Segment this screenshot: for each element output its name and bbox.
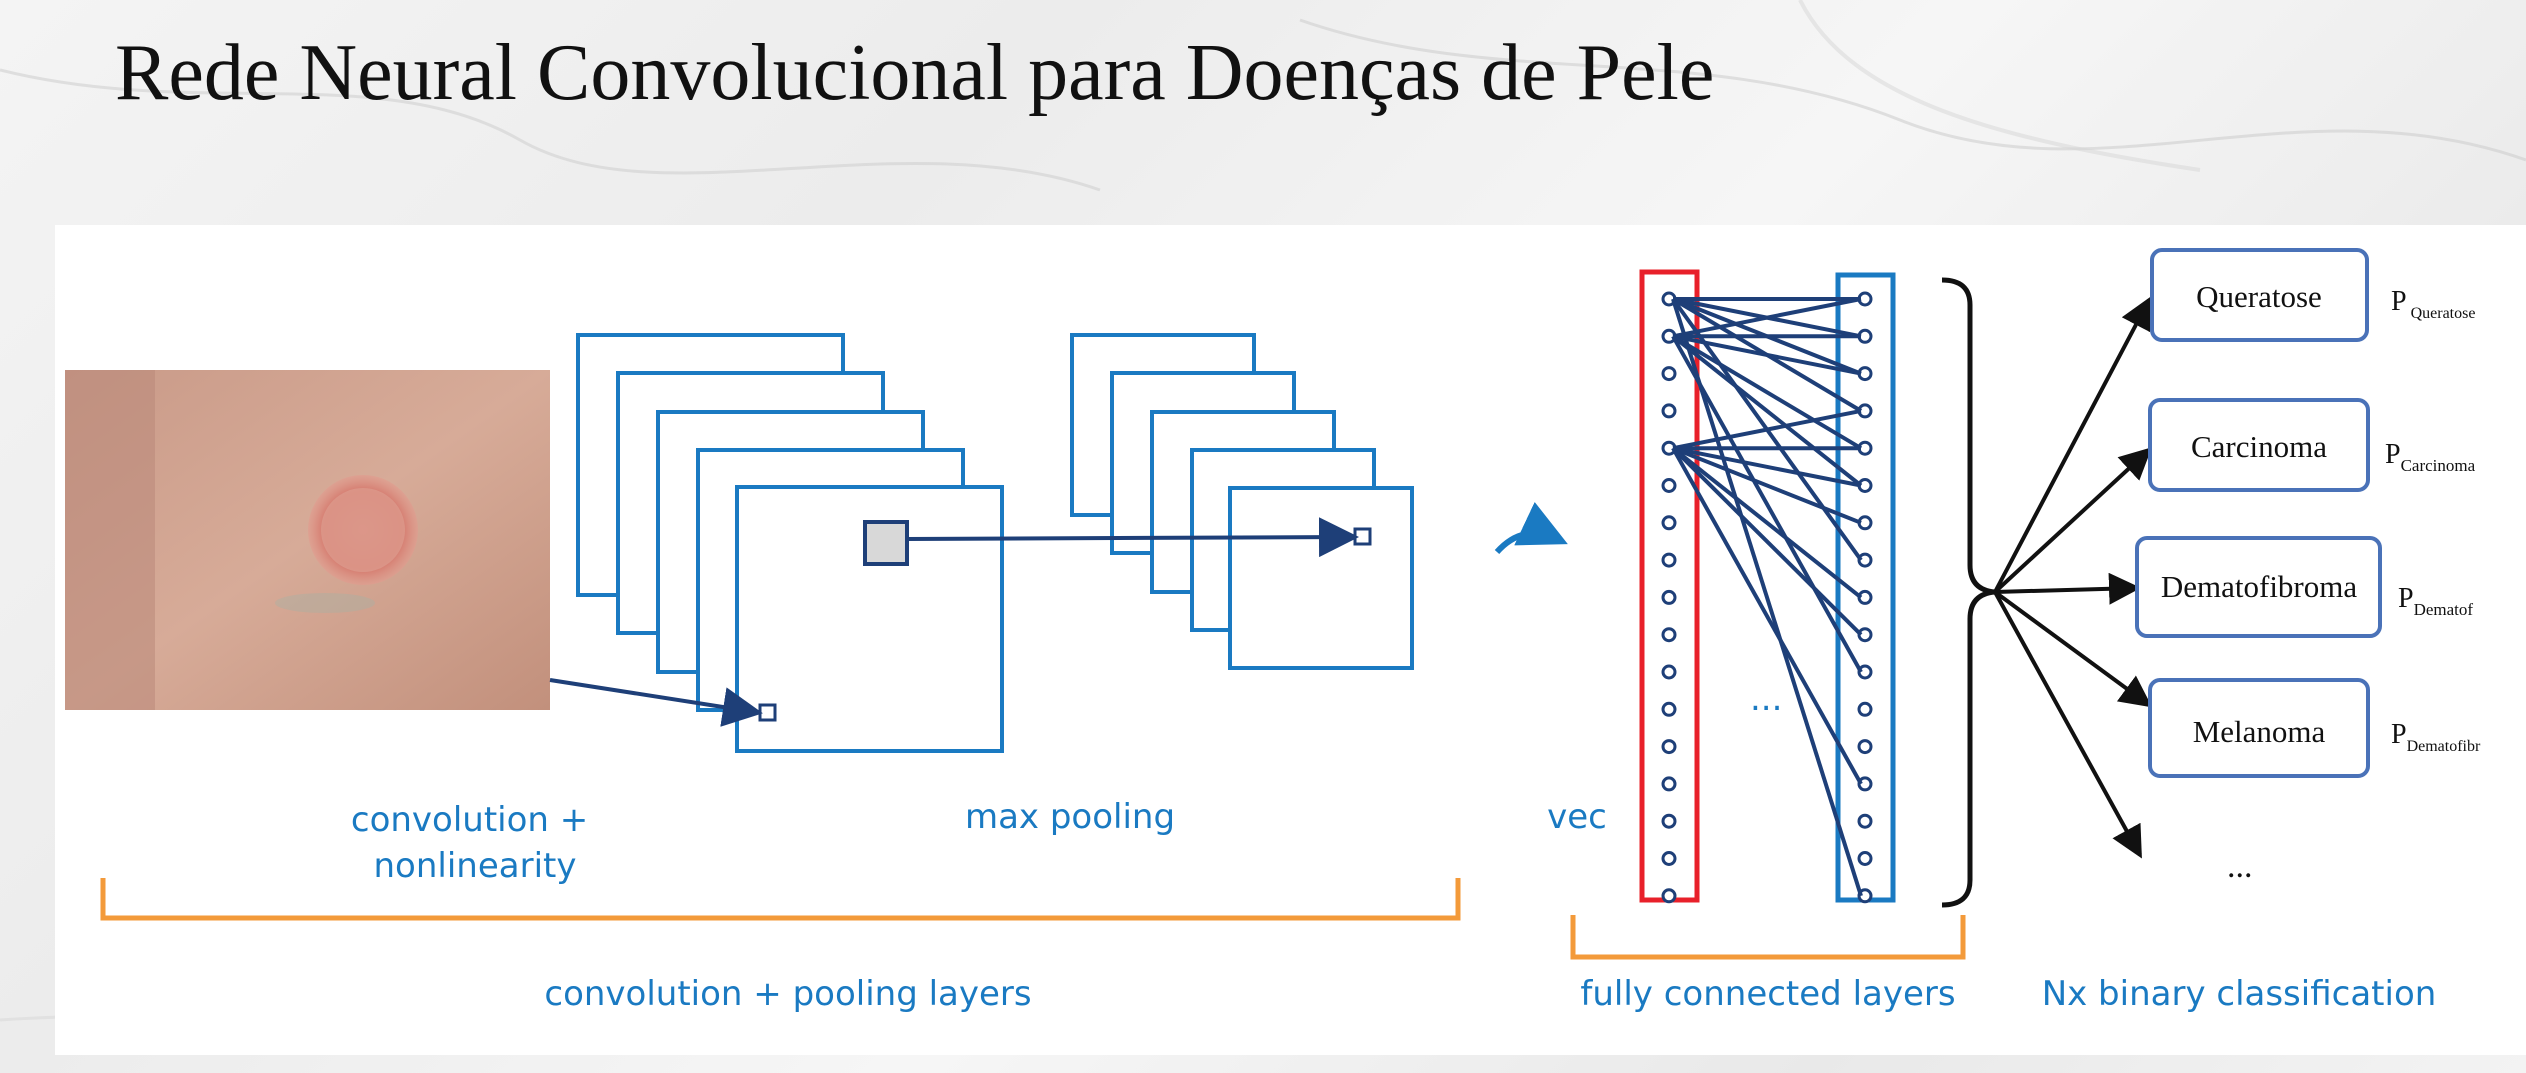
vec-nodes [1661, 291, 1677, 904]
fc-connection [1672, 446, 1862, 525]
vec-neuron [1661, 888, 1677, 904]
vec-neuron [1661, 403, 1677, 419]
hidden-ellipsis: ... [1750, 679, 1782, 719]
label-convolution-nonlinearity: convolution + nonlinearity [351, 800, 599, 886]
class-label-dematofibroma: Dematofibroma [2161, 569, 2358, 604]
skin-lesion-photo [65, 370, 550, 710]
photo-to-conv-arrow [549, 678, 763, 727]
label-vec: vec [1547, 797, 1607, 837]
fc-connection [1671, 335, 1863, 673]
fc-connection [1671, 447, 1863, 785]
fc-connection [1672, 334, 1862, 376]
vec-neuron [1661, 851, 1677, 866]
conv-receptive-field [863, 520, 909, 566]
class-label-carcinoma: Carcinoma [2191, 429, 2327, 464]
vec-neuron [1661, 739, 1677, 755]
hidden-neuron [1857, 701, 1873, 717]
fc-connections [1671, 297, 1863, 897]
hidden-neuron [1857, 739, 1873, 755]
vec-neuron [1661, 478, 1677, 493]
slide-title: Rede Neural Convolucional para Doenças d… [115, 29, 1715, 117]
vec-neuron [1661, 515, 1677, 531]
convolution-feature-maps [576, 333, 1004, 753]
vec-neuron [1661, 664, 1677, 680]
hidden-nodes [1857, 291, 1873, 904]
class-label-queratose: Queratose [2196, 279, 2322, 314]
conv-to-pool-arrow [906, 517, 1359, 558]
label-fully-connected-layers: fully connected layers [1580, 974, 1955, 1014]
bracket-fully-connected [1570, 915, 1966, 960]
prob-carcinoma: PCarcinoma [2385, 439, 2476, 475]
fc-connection [1672, 297, 1862, 339]
fc-connection [1672, 408, 1862, 451]
vec-neuron [1661, 701, 1677, 717]
fc-connection [1672, 446, 1862, 488]
fc-brace [1941, 277, 1996, 908]
fc-connection [1671, 446, 1863, 599]
label-nx-binary-classification: Nx binary classification [2042, 974, 2437, 1014]
conv-output-pixel [758, 703, 777, 722]
vec-neuron [1661, 589, 1677, 605]
curved-arrow-icon [1494, 501, 1568, 555]
fc-connection [1671, 298, 1863, 897]
label-convolution-pooling-layers: convolution + pooling layers [544, 974, 1031, 1014]
hidden-neuron [1857, 813, 1873, 829]
class-box-melanoma: Melanoma PDematofibr [2148, 678, 2481, 778]
fc-connection [1671, 446, 1863, 637]
classification-arrows [1993, 296, 2153, 859]
vec-neuron [1661, 366, 1677, 382]
vec-neuron [1661, 627, 1677, 643]
bracket-convolution-pooling [100, 878, 1461, 921]
label-max-pooling: max pooling [965, 797, 1175, 837]
fc-connection [1671, 334, 1863, 450]
fc-connection [1671, 334, 1863, 488]
pooled-output-pixel [1353, 527, 1372, 546]
class-box-dematofibroma: Dematofibroma PDematof [2135, 536, 2473, 638]
hidden-neuron [1857, 851, 1873, 866]
prob-dematofibroma: PDematof [2398, 583, 2473, 619]
vec-neuron [1661, 776, 1677, 792]
vec-neuron [1661, 813, 1677, 829]
class-box-carcinoma: Carcinoma PCarcinoma [2148, 398, 2476, 492]
vec-neuron [1661, 552, 1677, 568]
more-classes-ellipsis: ... [2227, 848, 2253, 885]
prob-melanoma: PDematofibr [2391, 719, 2481, 755]
class-label-melanoma: Melanoma [2193, 714, 2326, 749]
pooling-feature-maps [1070, 333, 1414, 670]
